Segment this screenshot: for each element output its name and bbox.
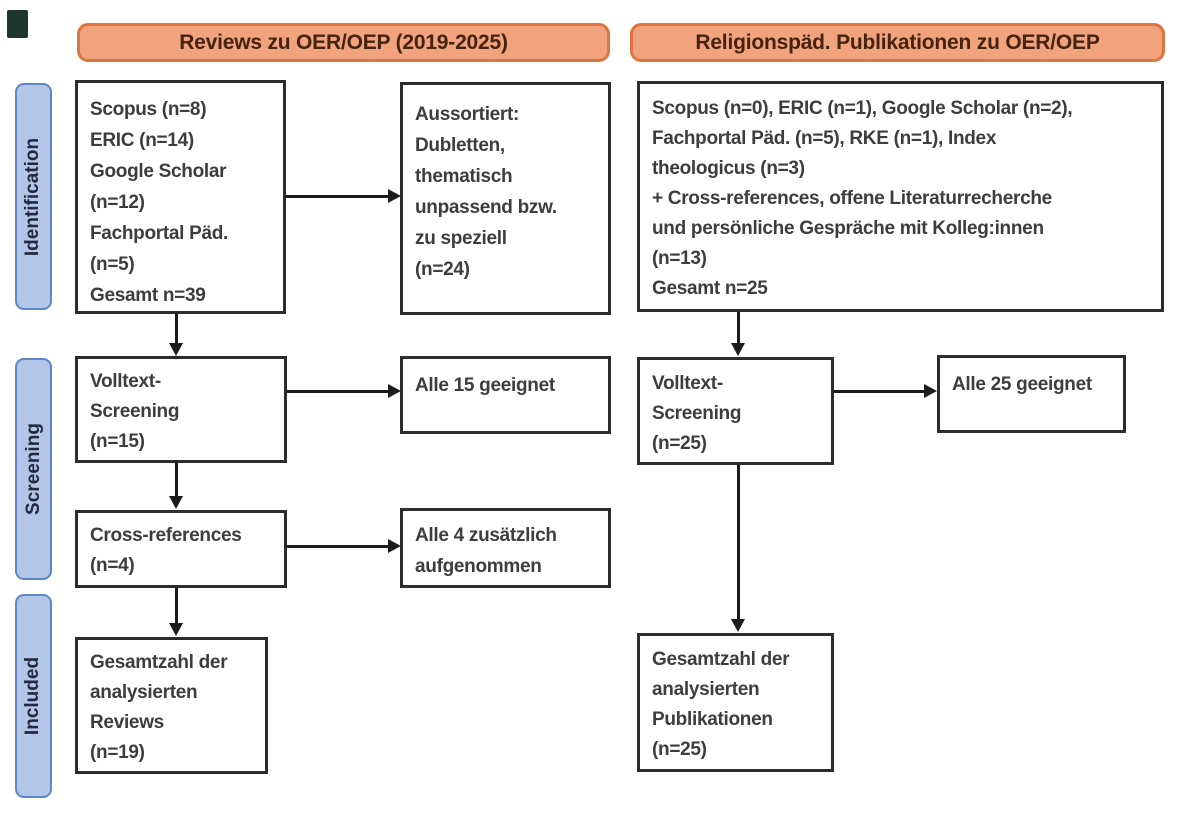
arrow-right-sources-to-fulltext-line — [737, 312, 740, 345]
box-left-crossreferences-text: Cross-references (n=4) — [90, 525, 242, 576]
arrow-left-sources-to-excluded-line — [285, 195, 389, 198]
box-right-fulltext-screening-text: Volltext- Screening (n=25) — [652, 373, 742, 454]
arrow-left-crossref-to-included-line — [175, 587, 178, 625]
arrow-left-crossref-to-included-head — [169, 623, 183, 636]
stage-tab-identification: Identification — [15, 83, 52, 310]
arrow-left-sources-to-excluded-head — [388, 189, 401, 203]
box-left-excluded-text: Aussortiert: Dubletten, thematisch unpas… — [415, 104, 557, 280]
arrow-left-crossref-to-result-head — [388, 539, 401, 553]
corner-mark — [7, 10, 28, 38]
stage-tab-included-label: Included — [22, 656, 44, 736]
box-left-excluded: Aussortiert: Dubletten, thematisch unpas… — [400, 82, 611, 315]
column-header-religionspaed-label: Religionspäd. Publikationen zu OER/OEP — [695, 30, 1100, 54]
arrow-left-sources-to-fulltext-head — [169, 343, 183, 356]
box-left-crossreferences: Cross-references (n=4) — [75, 510, 287, 588]
box-left-fulltext-result: Alle 15 geeignet — [400, 356, 611, 434]
box-right-included-total: Gesamtzahl der analysierten Publikatione… — [637, 633, 834, 772]
arrow-left-fulltext-to-result-line — [286, 390, 389, 393]
arrow-left-sources-to-fulltext-line — [175, 313, 178, 345]
box-right-fulltext-screening: Volltext- Screening (n=25) — [637, 357, 834, 465]
arrow-right-fulltext-to-result-line — [833, 390, 925, 393]
box-right-sources-text: Scopus (n=0), ERIC (n=1), Google Scholar… — [652, 98, 1073, 299]
arrow-right-fulltext-to-included-line — [737, 465, 740, 621]
box-left-included-total-text: Gesamtzahl der analysierten Reviews (n=1… — [90, 652, 228, 763]
column-header-reviews: Reviews zu OER/OEP (2019-2025) — [77, 23, 610, 62]
box-left-fulltext-screening-text: Volltext- Screening (n=15) — [90, 371, 180, 452]
arrow-right-fulltext-to-result-head — [924, 384, 937, 398]
arrow-left-fulltext-to-result-head — [388, 384, 401, 398]
box-left-included-total: Gesamtzahl der analysierten Reviews (n=1… — [75, 637, 268, 774]
stage-tab-screening: Screening — [15, 358, 52, 580]
arrow-left-fulltext-to-crossref-head — [169, 496, 183, 509]
box-right-sources: Scopus (n=0), ERIC (n=1), Google Scholar… — [637, 81, 1164, 312]
arrow-right-fulltext-to-included-head — [731, 619, 745, 632]
stage-tab-screening-label: Screening — [22, 423, 44, 515]
box-left-sources-text: Scopus (n=8) ERIC (n=14) Google Scholar … — [90, 99, 229, 306]
box-left-fulltext-screening: Volltext- Screening (n=15) — [75, 356, 287, 463]
box-left-crossreferences-result-text: Alle 4 zusätzlich aufgenommen — [415, 525, 557, 577]
column-header-reviews-label: Reviews zu OER/OEP (2019-2025) — [179, 30, 508, 54]
box-left-fulltext-result-text: Alle 15 geeignet — [415, 375, 555, 396]
box-right-fulltext-result-text: Alle 25 geeignet — [952, 374, 1092, 395]
box-left-crossreferences-result: Alle 4 zusätzlich aufgenommen — [400, 508, 611, 588]
box-right-included-total-text: Gesamtzahl der analysierten Publikatione… — [652, 649, 790, 760]
arrow-left-fulltext-to-crossref-line — [175, 463, 178, 498]
box-left-sources: Scopus (n=8) ERIC (n=14) Google Scholar … — [75, 80, 286, 314]
column-header-religionspaed: Religionspäd. Publikationen zu OER/OEP — [630, 23, 1165, 62]
stage-tab-identification-label: Identification — [22, 137, 44, 256]
arrow-right-sources-to-fulltext-head — [731, 343, 745, 356]
stage-tab-included: Included — [15, 594, 52, 798]
box-right-fulltext-result: Alle 25 geeignet — [937, 355, 1126, 433]
arrow-left-crossref-to-result-line — [286, 545, 389, 548]
